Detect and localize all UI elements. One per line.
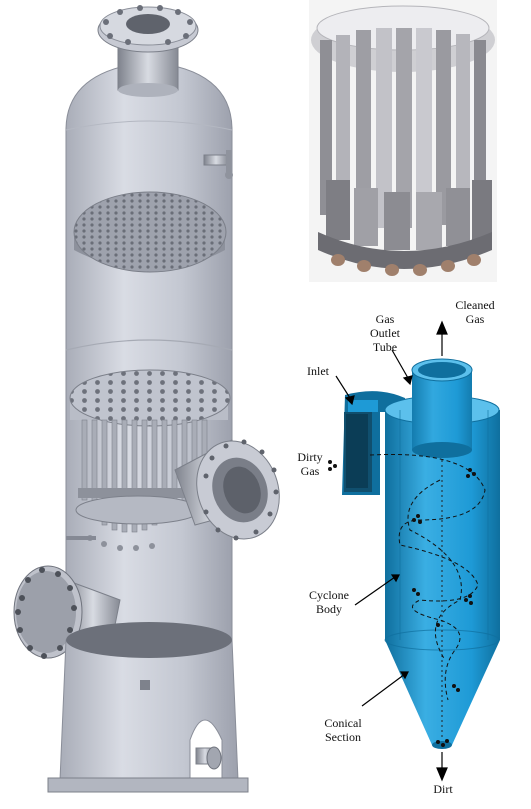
internal-ring	[65, 339, 233, 351]
inlet-duct	[342, 391, 405, 495]
swirl-flow-path	[369, 453, 486, 701]
dust-particles	[328, 460, 476, 747]
photo-tips	[331, 254, 481, 276]
label-cyclone-body: Cyclone Body	[309, 588, 349, 616]
photo-tubes	[320, 28, 492, 250]
gas-outlet-tube-shape	[411, 358, 473, 458]
cyclone-deck	[69, 369, 231, 427]
cyclone-tube-bundle	[81, 419, 208, 533]
label-conical-section: Conical Section	[324, 716, 362, 744]
mesh-pad	[73, 191, 227, 273]
label-cleaned-gas: Cleaned Gas	[455, 298, 495, 326]
label-inlet: Inlet	[307, 364, 329, 378]
inlet-nozzle-flange	[174, 439, 280, 541]
pointer-arrows	[335, 320, 448, 782]
support-skirt	[47, 622, 249, 793]
top-nozzle-flange	[97, 5, 199, 97]
label-gas-outlet-tube: Gas Outlet Tube	[370, 312, 400, 354]
label-dirty-gas: Dirty Gas	[297, 450, 323, 478]
vent-nozzle	[203, 150, 233, 179]
swirl-flow-path-2	[407, 479, 462, 661]
label-dirt: Dirt	[433, 782, 453, 796]
